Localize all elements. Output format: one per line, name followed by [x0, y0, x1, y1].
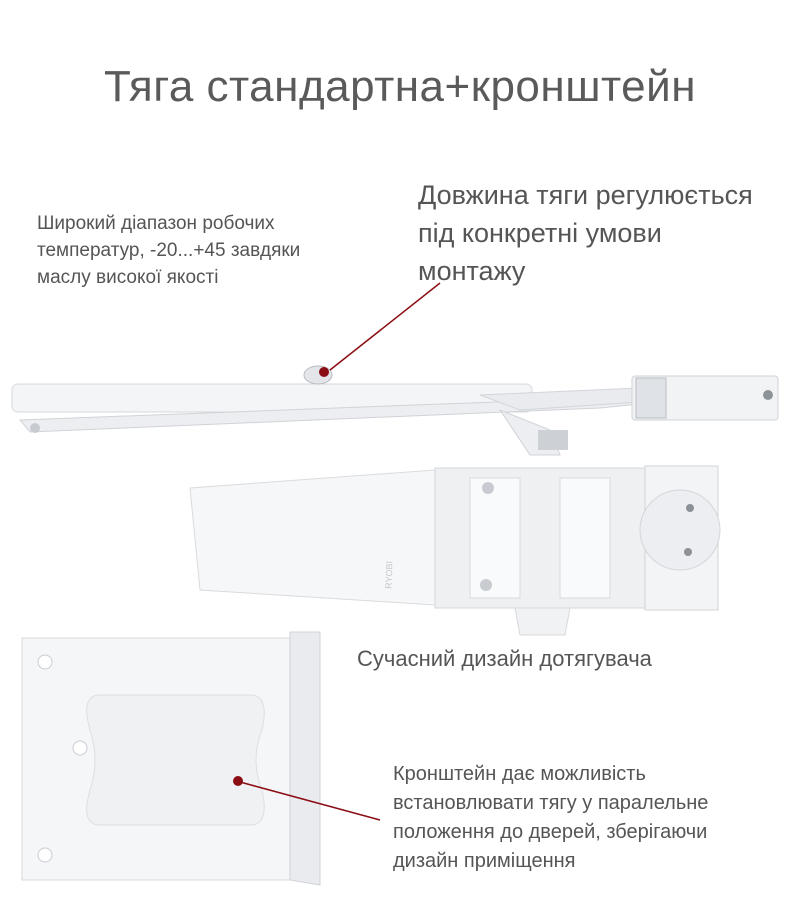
- caption-line: монтажу: [418, 256, 526, 286]
- caption-arm-length: Довжина тяги регулюється під конкретні у…: [418, 176, 753, 290]
- caption-line: Довжина тяги регулюється: [418, 180, 753, 210]
- brand-logo: RYOBI: [384, 561, 395, 589]
- caption-line: встановлювати тягу у паралельне: [393, 792, 709, 814]
- caption-line: дизайн приміщення: [393, 850, 576, 872]
- pointer-dot: [233, 776, 243, 786]
- caption-line: під конкретні умови: [418, 218, 662, 248]
- page-title: Тяга стандартна+кронштейн: [104, 62, 696, 111]
- callout-pointers: [233, 282, 441, 821]
- caption-line: маслу високої якості: [37, 267, 219, 288]
- mounting-bracket: [21, 631, 321, 886]
- caption-bracket: Кронштейн дає можливість встановлювати т…: [393, 760, 708, 876]
- caption-line: положення до дверей, зберігаючи: [393, 821, 708, 843]
- caption-line: Кронштейн дає можливість: [393, 763, 646, 785]
- caption-design: Сучасний дизайн дотягувача: [357, 646, 652, 671]
- door-closer-body: RYOBI: [189, 465, 721, 636]
- caption-line: Широкий діапазон робочих: [37, 213, 275, 234]
- pointer-dot: [319, 367, 329, 377]
- caption-temperature: Широкий діапазон робочих температур, -20…: [37, 210, 300, 291]
- caption-line: температур, -20...+45 завдяки: [37, 240, 301, 261]
- door-closer-arm: [11, 365, 779, 456]
